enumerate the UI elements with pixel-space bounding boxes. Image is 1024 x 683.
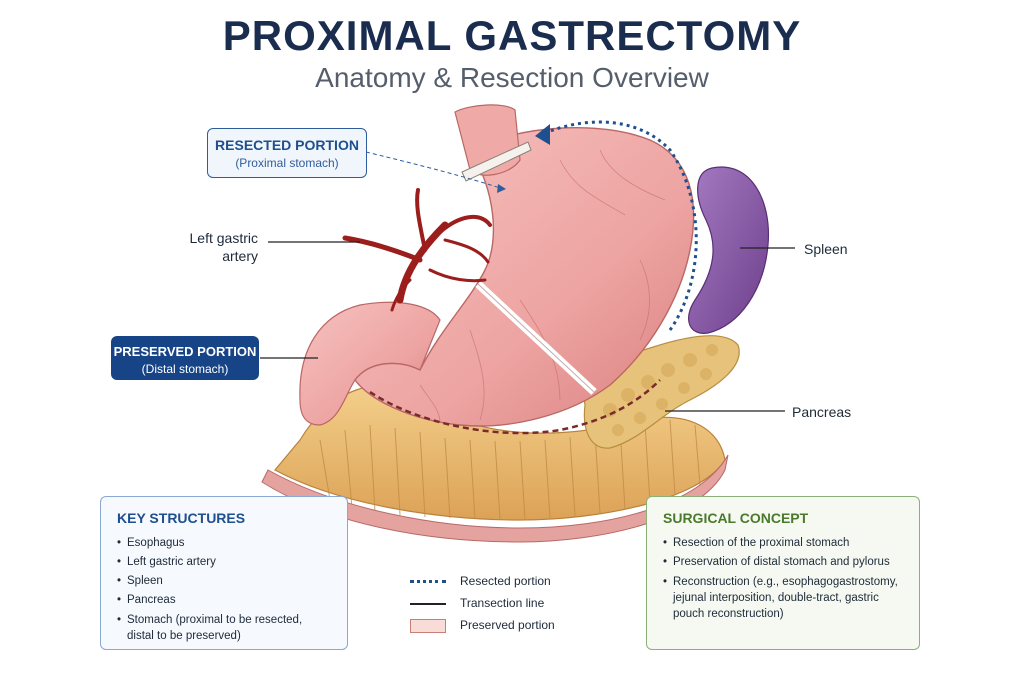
key-structures-box: KEY STRUCTURES Esophagus Left gastric ar… [100, 496, 348, 650]
list-item: Resection of the proximal stomach [663, 534, 919, 553]
preserved-title: PRESERVED PORTION [113, 344, 257, 359]
solid-line-swatch [410, 603, 446, 605]
greater-curvature-dashed [369, 379, 661, 435]
resected-title: RESECTED PORTION [215, 137, 359, 153]
legend-resected-label: Resected portion [460, 574, 551, 588]
surgical-concept-box: SURGICAL CONCEPT Resection of the proxim… [646, 496, 920, 650]
resection-arrow-dotted [544, 120, 698, 331]
resected-portion-callout: RESECTED PORTION (Proximal stomach) [207, 128, 367, 178]
label-left-gastric-artery: Left gastric artery [178, 229, 258, 265]
legend-preserved-label: Preserved portion [460, 618, 555, 632]
preserved-portion-callout: PRESERVED PORTION (Distal stomach) [111, 336, 259, 380]
label-spleen: Spleen [804, 241, 848, 257]
intestinal-rim [261, 454, 729, 543]
preserved-subtitle: (Distal stomach) [141, 362, 229, 376]
left-gastric-artery [342, 188, 492, 312]
esophageal-clamp [461, 141, 532, 182]
dotted-line-swatch [410, 580, 446, 583]
list-item: Spleen [117, 572, 347, 591]
page-title: PROXIMAL GASTRECTOMY [222, 12, 802, 59]
list-item: Left gastric artery [117, 553, 347, 572]
resection-arrow-head [535, 124, 550, 145]
label-artery-line2: artery [222, 248, 258, 264]
leader-resected [365, 151, 501, 189]
stomach [354, 126, 695, 427]
pancreas-lobules [603, 344, 718, 436]
list-item: Preservation of distal stomach and pylor… [663, 553, 919, 572]
list-item: Pancreas [117, 591, 347, 610]
label-artery-line1: Left gastric [189, 230, 258, 246]
stomach-vessels [419, 149, 666, 423]
key-structures-title: KEY STRUCTURES [117, 510, 246, 526]
list-item: Stomach (proximal to be resected, distal… [117, 612, 332, 644]
list-item: Esophagus [117, 534, 347, 553]
page-subtitle: Anatomy & Resection Overview [315, 62, 709, 93]
spleen [688, 166, 770, 334]
label-pancreas: Pancreas [792, 404, 852, 420]
resected-subtitle: (Proximal stomach) [235, 156, 339, 170]
preserved-color-swatch [410, 619, 446, 633]
surgical-concept-title: SURGICAL CONCEPT [663, 510, 809, 526]
list-item: Reconstruction (e.g., esophagogastrostom… [663, 574, 911, 622]
omentum-folds [319, 419, 701, 520]
legend-transection-label: Transection line [460, 596, 545, 610]
